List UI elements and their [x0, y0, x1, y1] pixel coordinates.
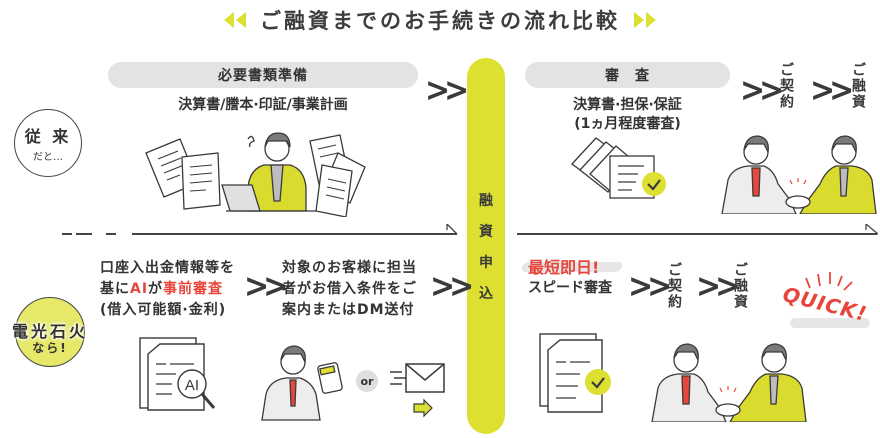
mail-icon: [390, 363, 445, 418]
triangle-left-icon: [224, 12, 246, 28]
quick-badge: [15, 297, 85, 367]
same-day-highlight: 最短即日!: [528, 258, 600, 277]
documents-check-illustration: [571, 137, 666, 199]
contract-label: ご契約: [778, 62, 794, 110]
center-char: 申: [479, 254, 493, 271]
center-char: 融: [479, 192, 493, 209]
arrow-icon: >>: [430, 267, 474, 306]
stamp-shadow: [790, 318, 870, 328]
businessman-calculator-illustration: [261, 345, 343, 421]
text-line: 者がお借入条件をご: [282, 281, 417, 297]
arrow-icon: >>: [244, 267, 288, 306]
document-check-illustration: [539, 333, 611, 413]
loan-application-bar: 融 資 申 込: [467, 58, 505, 434]
step-review-pill: 審 査: [525, 62, 730, 88]
arrow-icon: >>: [696, 267, 740, 306]
pre-review-highlight: 事前審査: [163, 281, 224, 297]
text-line: 対象のお客様に担当: [282, 260, 417, 276]
handshake-illustration: [721, 135, 877, 214]
ai-highlight: AI: [130, 281, 149, 297]
quick-badge-sub: なら!: [32, 341, 68, 355]
svg-text:AI: AI: [185, 377, 199, 394]
ai-magnifier-illustration: AI: [139, 337, 216, 411]
loan-label: ご融資: [732, 262, 748, 310]
step-docs-detail: 決算書/謄本·印証/事業計画: [178, 97, 348, 113]
divider-hook-icon: [446, 224, 458, 235]
traditional-badge: 従 来 だと…: [14, 109, 82, 177]
text-span: が: [148, 281, 164, 297]
divider-dash: [106, 233, 116, 235]
arrow-icon: >>: [740, 71, 784, 110]
text-line: 口座入出金情報等を: [100, 260, 235, 276]
page-title: ご融資までのお手続きの流れ比較: [260, 9, 620, 33]
text-line: 案内またはDM送付: [282, 302, 415, 318]
divider-line-left: [132, 233, 457, 235]
center-char: 込: [479, 285, 493, 302]
arrow-icon: >>: [425, 71, 469, 110]
divider-hook-icon: [865, 224, 879, 235]
speed-review-label: スピード審査: [528, 280, 612, 296]
text-span: 基に: [100, 281, 130, 297]
quick-step1-text: 口座入出金情報等を 基にAIが事前審査 (借入可能額·金利): [100, 258, 235, 321]
center-char: 資: [479, 223, 493, 240]
text-line: 基にAIが事前審査: [100, 279, 235, 300]
or-badge: or: [356, 370, 378, 392]
loan-label: ご融資: [850, 62, 866, 110]
burst-lines-icon: [805, 272, 853, 291]
step-docs-pill: 必要書類準備: [108, 62, 418, 88]
step-review-duration: (1ヵ月程度審査): [574, 116, 681, 132]
stressed-businessman-illustration: [145, 132, 366, 217]
text-line: (借入可能額·金利): [100, 302, 227, 318]
quick-badge-label: 電光石火: [11, 322, 88, 341]
arrow-icon: >>: [628, 267, 672, 306]
traditional-badge-label: 従 来: [24, 127, 72, 146]
handshake-illustration: [651, 343, 807, 422]
divider-line-right: [517, 233, 877, 235]
arrow-icon: >>: [810, 71, 854, 110]
triangle-right-icon: [634, 12, 656, 28]
step-review-detail: 決算書·担保·保証: [573, 97, 682, 113]
contract-label: ご契約: [666, 262, 682, 310]
divider-dash: [76, 233, 92, 235]
traditional-badge-sub: だと…: [33, 152, 63, 163]
quick-step2-text: 対象のお客様に担当 者がお借入条件をご 案内またはDM送付: [282, 258, 417, 321]
title-bar: ご融資までのお手続きの流れ比較: [0, 4, 880, 36]
divider-dash: [62, 233, 72, 235]
